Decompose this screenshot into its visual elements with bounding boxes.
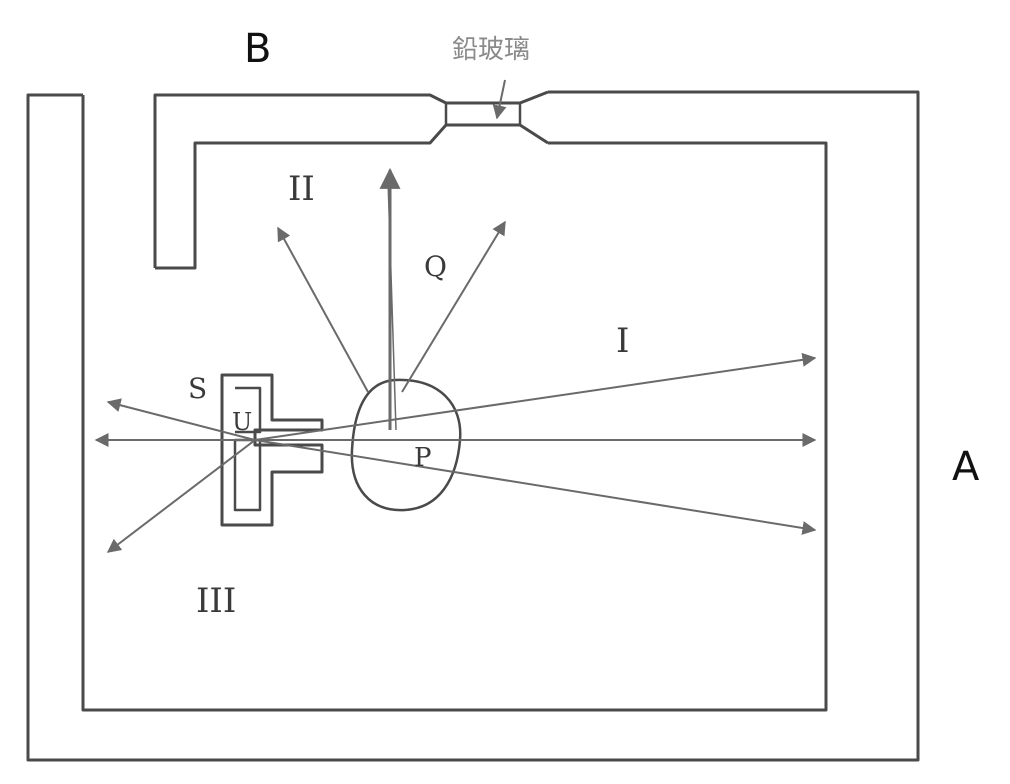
label-lead-glass: 鉛玻璃 (452, 35, 530, 65)
label-b: B (244, 26, 271, 72)
label-region-i: I (616, 321, 629, 361)
ray-region-q (401, 220, 506, 393)
label-a: A (952, 444, 980, 490)
source-holder-outer (220, 373, 324, 527)
ray-region-ii-left (277, 226, 369, 393)
label-s: S (188, 372, 207, 405)
ray-region-i-upper (254, 352, 817, 441)
ray-region-iii (106, 439, 256, 553)
ray-left-upper (106, 398, 256, 441)
label-p: P (414, 443, 432, 473)
label-u: U (232, 408, 252, 436)
container-b-wall (153, 90, 549, 270)
inner-chamber-wall (81, 95, 828, 712)
label-region-iii: III (196, 581, 236, 621)
outer-container-wall (26, 90, 920, 762)
ray-region-ii-vertical-b (387, 179, 397, 431)
source-holder-inner (233, 386, 262, 512)
lead-glass-window (444, 101, 522, 127)
target-p-blob (350, 378, 462, 512)
ray-region-i-lower (254, 439, 817, 535)
label-region-ii: II (288, 169, 315, 209)
lead-glass-pointer (492, 79, 507, 120)
label-q: Q (424, 250, 447, 283)
